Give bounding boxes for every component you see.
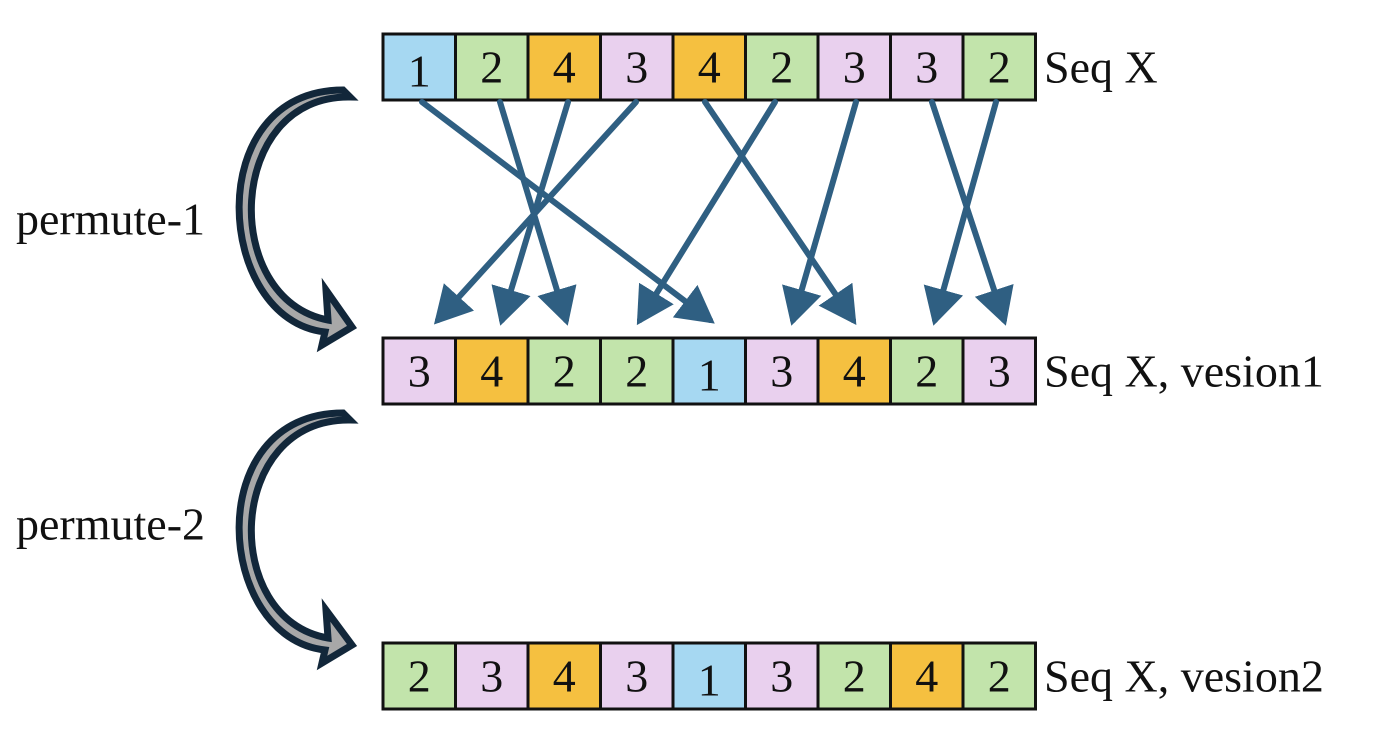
- cell-box: [744, 32, 820, 102]
- seq-cell-version2-8: 4: [889, 641, 965, 711]
- cell-value: 4: [915, 651, 938, 702]
- cell-value: 4: [553, 42, 576, 93]
- cell-value: 2: [625, 346, 648, 397]
- cell-box: [454, 32, 530, 102]
- step-label-permute-2: permute-2: [16, 499, 205, 550]
- seq-cell-version2-1: 2: [381, 641, 457, 711]
- mapping-arrow-5-to-7: [702, 99, 857, 325]
- mapping-arrow-9-to-8: [923, 99, 999, 326]
- seq-cell-original-8: 3: [889, 32, 965, 102]
- seq-cell-version1-3: 2: [526, 336, 602, 406]
- mapping-arrow-4-to-1: [433, 99, 639, 325]
- cell-box: [889, 32, 965, 102]
- cell-value: 3: [843, 42, 866, 93]
- cell-value: 1: [698, 350, 721, 401]
- cell-value: 3: [770, 651, 793, 702]
- seq-cell-original-3: 4: [526, 32, 602, 102]
- permute-2-curved-arrow: [235, 409, 359, 671]
- cell-box: [961, 32, 1037, 102]
- cell-value: 2: [408, 651, 431, 702]
- cell-value: 4: [843, 346, 866, 397]
- cell-value: 3: [915, 42, 938, 93]
- cell-value: 2: [770, 42, 793, 93]
- cell-box: [526, 641, 602, 711]
- seq-cell-version1-4: 2: [599, 336, 675, 406]
- cell-value: 3: [988, 346, 1011, 397]
- cell-box: [961, 641, 1037, 711]
- curved-arrow-icon: [235, 409, 359, 671]
- permute-1-mapping-arrows: [419, 99, 1014, 326]
- mapping-arrow-6-to-4: [636, 99, 778, 326]
- seq-cell-original-7: 3: [816, 32, 892, 102]
- cell-value: 3: [770, 346, 793, 397]
- cell-box: [599, 336, 675, 406]
- seq-cell-version2-9: 2: [961, 641, 1037, 711]
- cell-box: [889, 336, 965, 406]
- seq-label-version1: Seq X, vesion1: [1044, 346, 1324, 397]
- seq-cell-version2-3: 4: [526, 641, 602, 711]
- cell-value: 4: [698, 42, 721, 93]
- cell-box: [671, 641, 747, 711]
- cell-box: [816, 336, 892, 406]
- seq-cell-version2-6: 3: [744, 641, 820, 711]
- cell-box: [526, 336, 602, 406]
- seq-cell-original-1: 1: [381, 32, 457, 102]
- cell-value: 1: [698, 655, 721, 706]
- cell-value: 2: [915, 346, 938, 397]
- cell-box: [671, 336, 747, 406]
- seq-cell-version2-5: 1: [671, 641, 747, 711]
- seq-cell-version1-7: 4: [816, 336, 892, 406]
- seq-label-version2: Seq X, vesion2: [1044, 651, 1324, 702]
- seq-cell-original-6: 2: [744, 32, 820, 102]
- seq-cell-version1-1: 3: [381, 336, 457, 406]
- cell-value: 2: [988, 42, 1011, 93]
- seq-cell-version1-9: 3: [961, 336, 1037, 406]
- seq-cell-version1-8: 2: [889, 336, 965, 406]
- cell-value: 2: [480, 42, 503, 93]
- seq-cell-version2-4: 3: [599, 641, 675, 711]
- cell-box: [381, 32, 457, 102]
- seq-cell-version1-6: 3: [744, 336, 820, 406]
- cell-value: 4: [553, 651, 576, 702]
- cell-box: [961, 336, 1037, 406]
- cell-box: [454, 641, 530, 711]
- permute-1-curved-arrow: [235, 86, 359, 353]
- cell-box: [671, 32, 747, 102]
- cell-value: 3: [480, 651, 503, 702]
- cell-box: [381, 641, 457, 711]
- seq-cell-version1-5: 1: [671, 336, 747, 406]
- seq-cell-original-5: 4: [671, 32, 747, 102]
- cell-value: 2: [843, 651, 866, 702]
- cell-value: 2: [988, 651, 1011, 702]
- cell-value: 3: [625, 651, 648, 702]
- cell-value: 4: [480, 346, 503, 397]
- seq-label-original: Seq X: [1044, 42, 1158, 93]
- seq-cell-version2-7: 2: [816, 641, 892, 711]
- cell-box: [526, 32, 602, 102]
- step-label-permute-1: permute-1: [16, 194, 205, 245]
- cell-value: 2: [553, 346, 576, 397]
- cell-box: [381, 336, 457, 406]
- cell-box: [816, 641, 892, 711]
- cell-value: 3: [408, 346, 431, 397]
- cell-value: 1: [408, 46, 431, 97]
- seq-cell-original-4: 3: [599, 32, 675, 102]
- seq-cell-original-9: 2: [961, 32, 1037, 102]
- seq-cell-original-2: 2: [454, 32, 530, 102]
- seq-cell-version1-2: 4: [454, 336, 530, 406]
- curved-arrow-icon: [235, 86, 359, 353]
- cell-box: [599, 641, 675, 711]
- cell-value: 3: [625, 42, 648, 93]
- mapping-arrow-7-to-6: [782, 99, 859, 326]
- seq-cell-version2-2: 3: [454, 641, 530, 711]
